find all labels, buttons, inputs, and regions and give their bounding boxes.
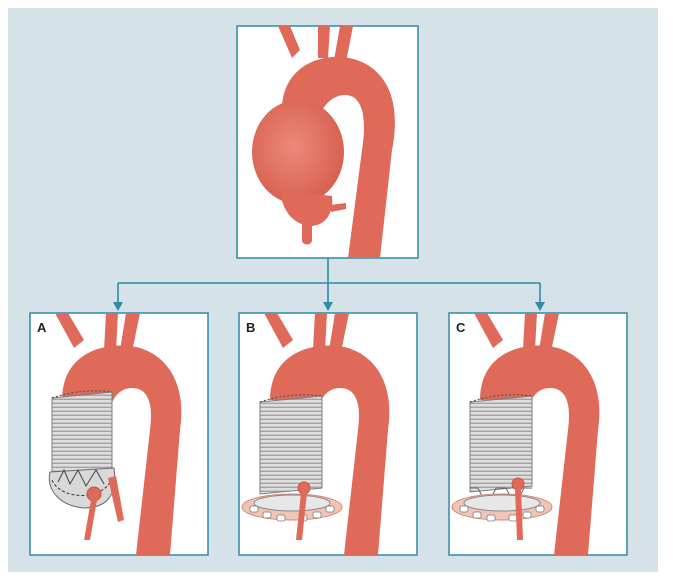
- panel-label-c: C: [456, 320, 466, 335]
- panel-c: C: [449, 313, 627, 555]
- panel-label-b: B: [246, 320, 255, 335]
- panel-a: A: [30, 313, 208, 555]
- panel-label-a: A: [37, 320, 47, 335]
- panel-b: B: [239, 313, 417, 555]
- panel-aneurysm: [237, 26, 418, 258]
